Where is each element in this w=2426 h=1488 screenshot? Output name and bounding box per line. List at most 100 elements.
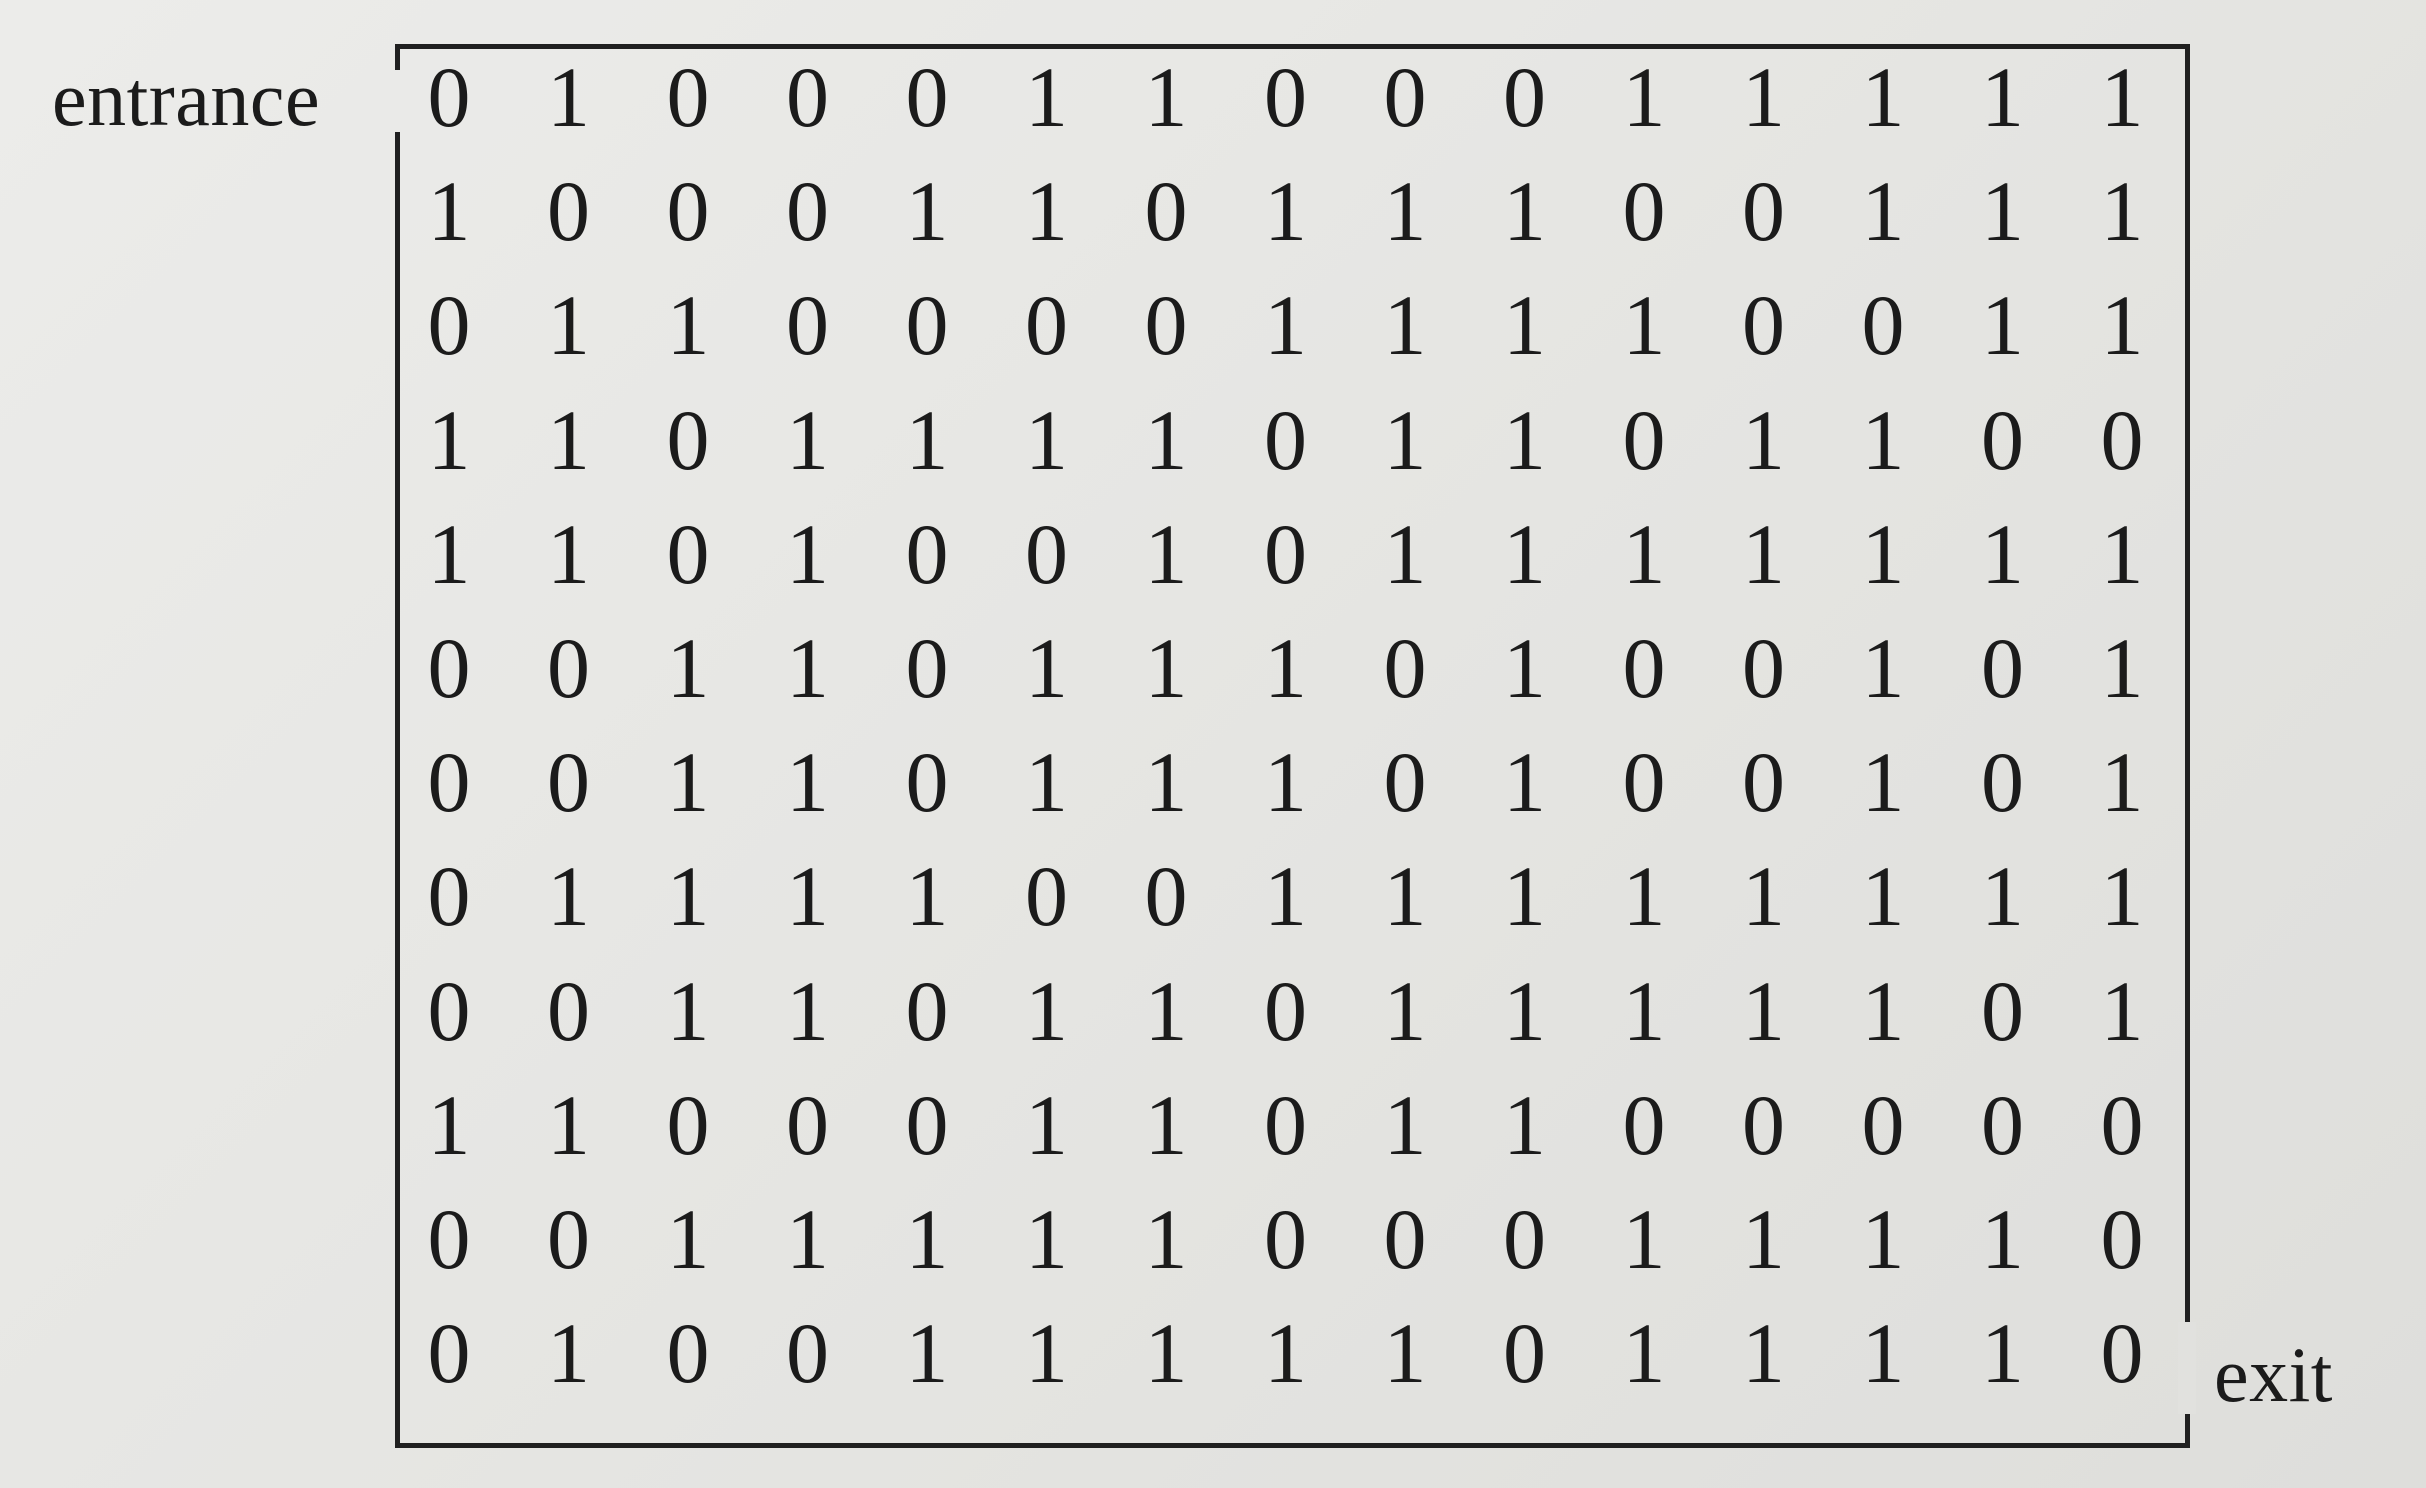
maze-cell: 1 (1503, 620, 1546, 716)
maze-cell: 0 (427, 49, 471, 145)
maze-cell: 0 (547, 620, 590, 716)
maze-cell: 0 (427, 277, 471, 374)
maze-cell: 1 (1264, 848, 1307, 945)
maze-cell: 0 (1981, 391, 2024, 488)
maze-cell: 1 (1144, 962, 1188, 1059)
maze-cell: 0 (905, 277, 949, 374)
maze-cell: 1 (1503, 277, 1546, 374)
maze-cell: 1 (1861, 505, 1905, 602)
maze-cell: 1 (1264, 163, 1307, 260)
maze-cell: 1 (786, 962, 829, 1059)
maze-cell: 0 (1025, 848, 1068, 945)
exit-label: exit (2214, 1331, 2333, 1418)
maze-cell: 0 (1742, 163, 1785, 260)
maze-cell: 0 (1622, 163, 1666, 260)
maze-cell: 0 (1264, 1076, 1307, 1173)
maze-cell: 1 (2100, 734, 2144, 831)
maze-cell: 0 (1981, 620, 2024, 716)
maze-cell: 1 (1981, 163, 2024, 260)
maze-cell: 1 (547, 848, 590, 945)
maze-cell: 1 (1025, 49, 1068, 145)
maze-cell: 1 (427, 505, 471, 602)
maze-cell: 0 (905, 620, 949, 716)
maze-cell: 0 (1503, 1191, 1546, 1287)
maze-cell: 1 (786, 391, 829, 488)
maze-cell: 0 (1264, 49, 1307, 145)
maze-cell: 0 (427, 1191, 471, 1287)
maze-cell: 1 (1025, 1076, 1068, 1173)
maze-cell: 1 (1861, 962, 1905, 1059)
maze-cell: 1 (1144, 620, 1188, 716)
maze-cell: 1 (786, 620, 829, 716)
maze-cell: 1 (547, 1305, 590, 1402)
maze-cell: 0 (1742, 620, 1785, 716)
maze-cell: 1 (547, 391, 590, 488)
maze-cell: 1 (1861, 734, 1905, 831)
maze-cell: 0 (905, 734, 949, 831)
maze-cell: 1 (1981, 848, 2024, 945)
maze-cell: 1 (1622, 505, 1666, 602)
maze-cell: 0 (786, 49, 829, 145)
maze-cell: 1 (1383, 1305, 1427, 1402)
maze-cell: 1 (905, 391, 949, 488)
maze-cell: 1 (1503, 962, 1546, 1059)
maze-cell: 1 (547, 505, 590, 602)
maze-cell: 0 (905, 505, 949, 602)
maze-cell: 1 (1861, 1191, 1905, 1287)
maze-cell: 0 (1981, 962, 2024, 1059)
maze-cell: 0 (1622, 620, 1666, 716)
maze-cell: 1 (1383, 163, 1427, 260)
maze-cell: 1 (1861, 848, 1905, 945)
maze-cell: 1 (1861, 391, 1905, 488)
maze-cell: 1 (1861, 620, 1905, 716)
maze-cell: 0 (786, 277, 829, 374)
maze-cell: 1 (547, 277, 590, 374)
maze-cell: 1 (1981, 1191, 2024, 1287)
maze-cell: 1 (427, 1076, 471, 1173)
maze-cell: 1 (1742, 49, 1785, 145)
maze-cell: 0 (2100, 391, 2144, 488)
maze-border (395, 44, 2190, 1448)
maze-cell: 1 (905, 1191, 949, 1287)
maze-cell: 1 (1742, 505, 1785, 602)
maze-cell: 1 (2100, 49, 2144, 145)
maze-cell: 0 (905, 1076, 949, 1173)
maze-cell: 0 (905, 962, 949, 1059)
exit-opening (2178, 1322, 2196, 1414)
maze-cell: 1 (666, 734, 710, 831)
maze-cell: 0 (1742, 1076, 1785, 1173)
maze-cell: 1 (1622, 277, 1666, 374)
maze-cell: 0 (1622, 391, 1666, 488)
maze-cell: 1 (1383, 962, 1427, 1059)
maze-cell: 1 (1264, 1305, 1307, 1402)
maze-cell: 1 (666, 962, 710, 1059)
maze-cell: 1 (1981, 1305, 2024, 1402)
maze-cell: 1 (1742, 1191, 1785, 1287)
maze-cell: 1 (1025, 962, 1068, 1059)
maze-cell: 0 (1144, 277, 1188, 374)
maze-cell: 1 (1144, 505, 1188, 602)
maze-cell: 0 (1264, 962, 1307, 1059)
maze-cell: 1 (1622, 1305, 1666, 1402)
maze-cell: 1 (2100, 505, 2144, 602)
maze-cell: 1 (1981, 505, 2024, 602)
maze-cell: 1 (1503, 163, 1546, 260)
maze-cell: 1 (1861, 1305, 1905, 1402)
maze-cell: 0 (427, 1305, 471, 1402)
maze-cell: 0 (1981, 734, 2024, 831)
maze-cell: 0 (786, 163, 829, 260)
maze-cell: 0 (1144, 163, 1188, 260)
maze-cell: 0 (1264, 505, 1307, 602)
maze-cell: 1 (905, 163, 949, 260)
maze-cell: 0 (666, 1305, 710, 1402)
maze-cell: 1 (666, 848, 710, 945)
maze-cell: 1 (1503, 391, 1546, 488)
maze-cell: 1 (1383, 848, 1427, 945)
maze-cell: 1 (1622, 962, 1666, 1059)
maze-cell: 0 (905, 49, 949, 145)
maze-cell: 1 (1503, 505, 1546, 602)
maze-cell: 0 (1025, 505, 1068, 602)
maze-cell: 1 (427, 163, 471, 260)
maze-cell: 1 (1742, 962, 1785, 1059)
maze-cell: 0 (2100, 1305, 2144, 1402)
